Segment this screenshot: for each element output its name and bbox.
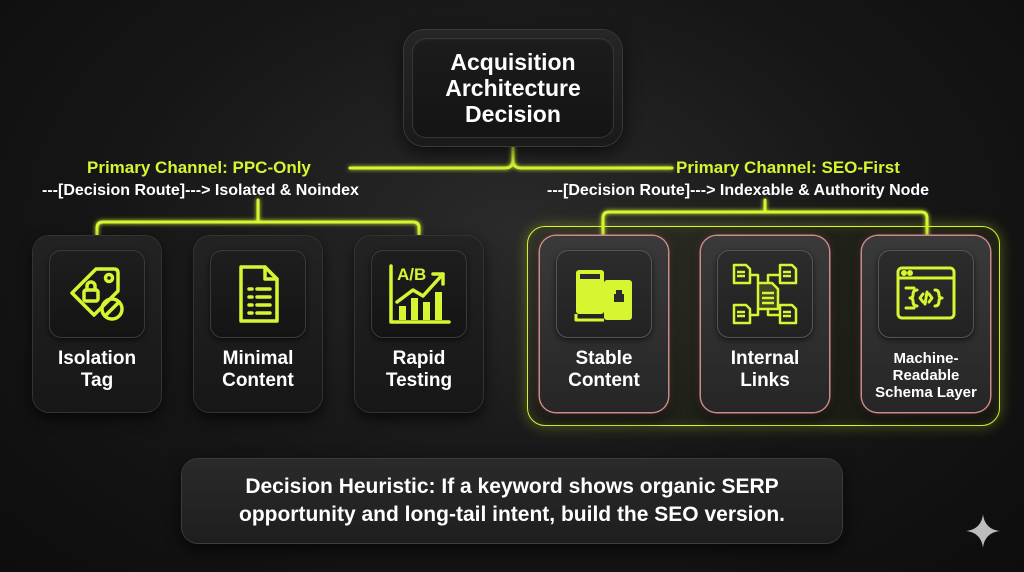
card-label-schema-layer: Machine- Readable Schema Layer xyxy=(875,350,977,401)
root-decision-node: Acquisition Architecture Decision xyxy=(404,30,622,146)
right-route-label: ---[Decision Route]---> Indexable & Auth… xyxy=(547,182,930,199)
trunk-right-line xyxy=(511,158,674,170)
card-rapid-testing: A/B Rapid Testing xyxy=(355,236,483,412)
left-route-label: ---[Decision Route]---> Isolated & Noind… xyxy=(42,182,359,199)
ab-chart-icon: A/B xyxy=(371,250,467,338)
root-decision-inner: Acquisition Architecture Decision xyxy=(412,38,614,138)
card-label-internal-links: Internal Links xyxy=(730,348,800,391)
card-label-rapid-testing: Rapid Testing xyxy=(385,348,453,391)
left-bus-line xyxy=(95,220,421,238)
decision-heuristic-text: Decision Heuristic: If a keyword shows o… xyxy=(239,475,785,526)
card-isolation-tag: Isolation Tag xyxy=(33,236,161,412)
right-bus-line xyxy=(601,210,929,238)
root-title: Acquisition Architecture Decision xyxy=(445,49,581,127)
decision-heuristic-box: Decision Heuristic: If a keyword shows o… xyxy=(182,459,842,543)
card-internal-links: Internal Links xyxy=(701,236,829,412)
card-label-minimal-content: Minimal Content xyxy=(222,348,294,391)
card-stable-content: Stable Content xyxy=(540,236,668,412)
sparkle-icon xyxy=(966,514,1000,548)
card-label-isolation-tag: Isolation Tag xyxy=(57,348,137,391)
trunk-left-line xyxy=(348,144,515,170)
linked-documents-icon xyxy=(717,250,813,338)
card-label-stable-content: Stable Content xyxy=(568,348,640,391)
card-schema-layer: Machine- Readable Schema Layer xyxy=(862,236,990,412)
left-branch-label: Primary Channel: PPC-Only xyxy=(87,158,311,177)
right-branch-label: Primary Channel: SEO-First xyxy=(676,158,900,177)
svg-text:A/B: A/B xyxy=(397,265,426,284)
card-minimal-content: Minimal Content xyxy=(194,236,322,412)
document-icon xyxy=(210,250,306,338)
books-icon xyxy=(556,250,652,338)
code-window-icon xyxy=(878,250,974,338)
tag-lock-icon xyxy=(49,250,145,338)
